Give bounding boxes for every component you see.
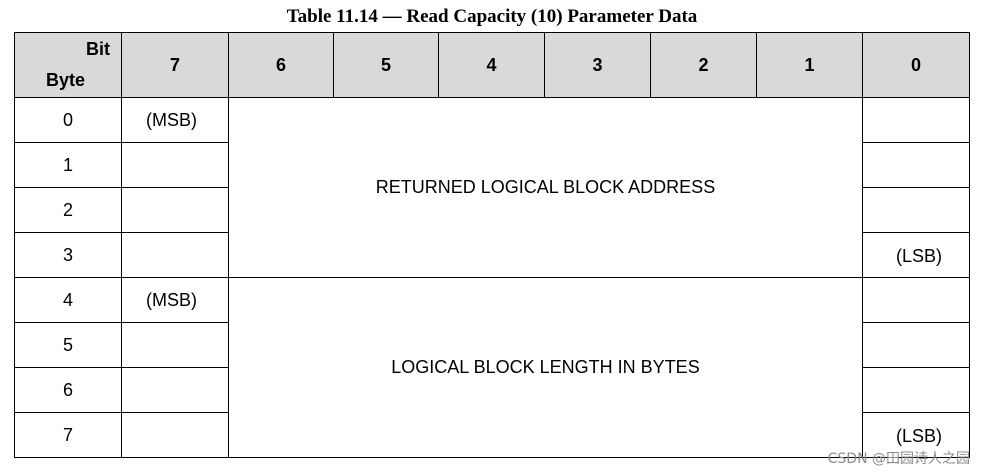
bit-1-header: 1 bbox=[756, 32, 863, 98]
field-left-cell bbox=[121, 412, 229, 458]
header-row: Bit Byte 7 6 5 4 3 2 1 0 bbox=[14, 32, 970, 98]
byte-number: 7 bbox=[14, 412, 122, 458]
table-row: 6 bbox=[14, 367, 970, 413]
field-left-cell bbox=[121, 322, 229, 368]
table-row: 7 (LSB) bbox=[14, 412, 970, 458]
msb-label: (MSB) bbox=[146, 290, 197, 310]
field-left-cell bbox=[121, 142, 229, 188]
field-right-cell bbox=[862, 322, 970, 368]
watermark: CSDN @田园诗人之园 bbox=[827, 451, 970, 467]
byte-label: Byte bbox=[46, 70, 86, 90]
field-right-cell bbox=[862, 187, 970, 233]
bit-5-header: 5 bbox=[333, 32, 439, 98]
byte-number: 2 bbox=[14, 187, 122, 233]
field-right-cell bbox=[862, 367, 970, 413]
parameter-data-table: Bit Byte 7 6 5 4 3 2 1 0 0 (MSB) RETURNE… bbox=[14, 32, 970, 458]
byte-number: 3 bbox=[14, 232, 122, 278]
bit-label: Bit bbox=[86, 39, 110, 59]
bit-7-header: 7 bbox=[121, 32, 229, 98]
lsb-marker-cell: (LSB) bbox=[862, 232, 970, 278]
table-title: Table 11.14 — Read Capacity (10) Paramet… bbox=[286, 6, 698, 27]
field-left-cell bbox=[121, 232, 229, 278]
bit-0-header: 0 bbox=[862, 32, 970, 98]
field-left-cell bbox=[121, 367, 229, 413]
field-left-cell bbox=[121, 187, 229, 233]
byte-number: 1 bbox=[14, 142, 122, 188]
bit-3-header: 3 bbox=[544, 32, 651, 98]
byte-number: 6 bbox=[14, 367, 122, 413]
field-right-cell bbox=[862, 97, 970, 143]
table-row: 3 (LSB) bbox=[14, 232, 970, 278]
lsb-label: (LSB) bbox=[895, 246, 942, 266]
field-right-cell bbox=[862, 142, 970, 188]
field-right-cell bbox=[862, 277, 970, 323]
bit-6-header: 6 bbox=[228, 32, 334, 98]
byte-number: 5 bbox=[14, 322, 122, 368]
bit-4-header: 4 bbox=[438, 32, 545, 98]
table-row: 4 (MSB) LOGICAL BLOCK LENGTH IN BYTES bbox=[14, 277, 970, 458]
byte-number: 4 bbox=[14, 277, 122, 323]
table-row: 1 bbox=[14, 142, 970, 188]
bit-2-header: 2 bbox=[650, 32, 757, 98]
msb-label: (MSB) bbox=[146, 110, 197, 130]
lsb-marker-cell: (LSB) bbox=[862, 412, 970, 458]
bit-byte-corner-cell: Bit Byte bbox=[14, 32, 122, 98]
byte-number: 0 bbox=[14, 97, 122, 143]
msb-marker-cell: (MSB) bbox=[121, 97, 229, 143]
field-returned-logical-block-address: RETURNED LOGICAL BLOCK ADDRESS bbox=[228, 97, 863, 278]
table-row: 5 bbox=[14, 322, 970, 368]
field-logical-block-length-in-bytes: LOGICAL BLOCK LENGTH IN BYTES bbox=[228, 277, 863, 458]
table-row: 2 bbox=[14, 187, 970, 233]
lsb-label: (LSB) bbox=[895, 426, 942, 446]
msb-marker-cell: (MSB) bbox=[121, 277, 229, 323]
table-row: 0 (MSB) RETURNED LOGICAL BLOCK ADDRESS bbox=[14, 97, 970, 278]
